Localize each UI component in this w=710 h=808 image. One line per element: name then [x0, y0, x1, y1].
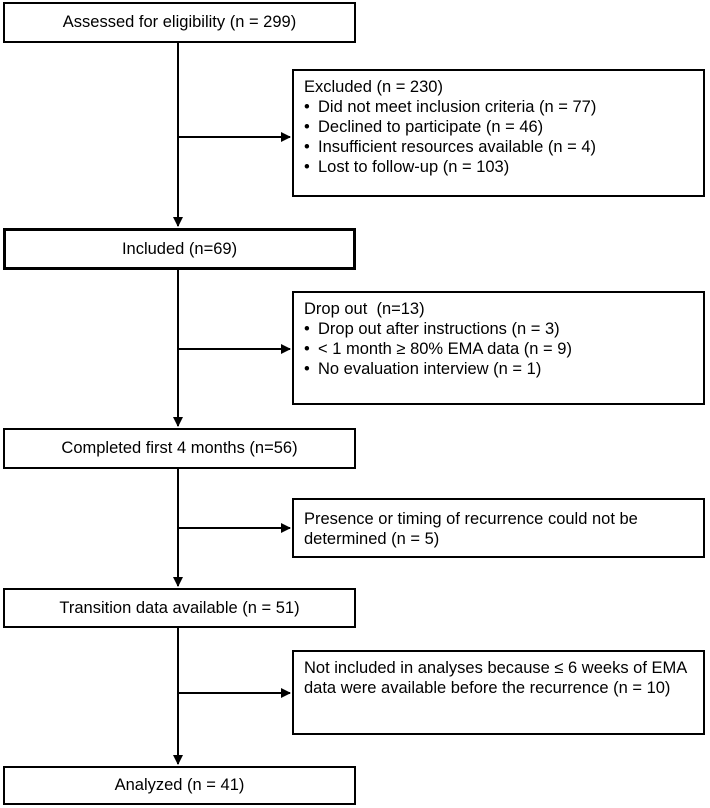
dropout-list: Drop out after instructions (n = 3) < 1 … — [304, 319, 693, 379]
transition-box: Transition data available (n = 51) — [3, 588, 356, 628]
completed-box: Completed first 4 months (n=56) — [3, 428, 356, 469]
analyzed-text: Analyzed (n = 41) — [114, 776, 245, 794]
transition-text: Transition data available (n = 51) — [59, 598, 300, 617]
dropout-title: Drop out (n=13) — [304, 300, 425, 318]
excluded-list: Did not meet inclusion criteria (n = 77)… — [304, 97, 693, 177]
excluded-item: Declined to participate (n = 46) — [304, 117, 693, 137]
dropout-item: Drop out after instructions (n = 3) — [304, 319, 693, 339]
excluded-item: Insufficient resources available (n = 4) — [304, 137, 693, 157]
analyzed-box: Analyzed (n = 41) — [3, 766, 356, 805]
excluded-box: Excluded (n = 230) Did not meet inclusio… — [292, 69, 705, 197]
excluded-item: Lost to follow-up (n = 103) — [304, 157, 693, 177]
assessed-box: Assessed for eligibility (n = 299) — [3, 2, 356, 43]
excluded-title: Excluded (n = 230) — [304, 78, 443, 96]
not-included-note-box: Not included in analyses because ≤ 6 wee… — [292, 650, 705, 735]
dropout-item: No evaluation interview (n = 1) — [304, 359, 693, 379]
not-included-note-text: Not included in analyses because ≤ 6 wee… — [304, 659, 687, 697]
included-text: Included (n=69) — [121, 239, 238, 258]
dropout-box: Drop out (n=13) Drop out after instructi… — [292, 291, 705, 405]
recurrence-note-text: Presence or timing of recurrence could n… — [304, 510, 638, 548]
recurrence-note-box: Presence or timing of recurrence could n… — [292, 498, 705, 558]
included-box: Included (n=69) — [3, 228, 356, 270]
assessed-text: Assessed for eligibility (n = 299) — [62, 13, 297, 31]
excluded-item: Did not meet inclusion criteria (n = 77) — [304, 97, 693, 117]
completed-text: Completed first 4 months (n=56) — [61, 439, 298, 457]
dropout-item: < 1 month ≥ 80% EMA data (n = 9) — [304, 339, 693, 359]
